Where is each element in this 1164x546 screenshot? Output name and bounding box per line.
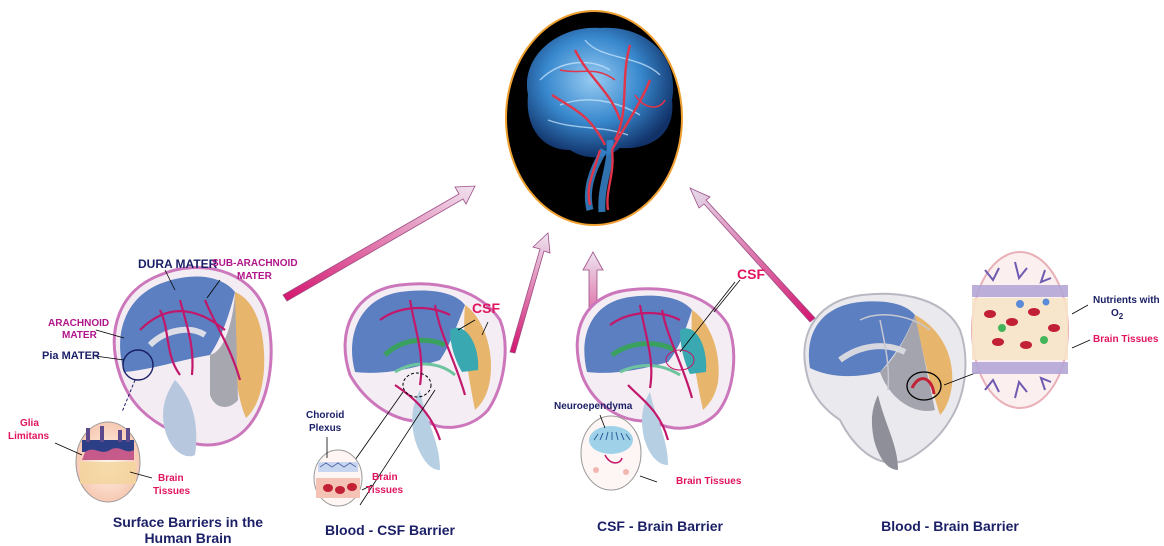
label-brain-tissues-2-line2: Tissues [366, 485, 403, 497]
label-brain-tissues-1-line1: Brain [158, 473, 184, 485]
surface-barriers-brain [55, 268, 271, 502]
label-o2-main: O [1111, 308, 1119, 319]
label-sub-arachnoid-line2: MATER [237, 271, 272, 283]
caption-csf-brain: CSF - Brain Barrier [580, 518, 740, 534]
label-choroid-line2: Plexus [309, 423, 341, 435]
label-o2-subscript: 2 [1119, 312, 1123, 321]
label-csf-1: CSF [472, 302, 500, 314]
blood-csf-brain [314, 284, 505, 506]
label-brain-tissues-3: Brain Tissues [676, 476, 741, 488]
label-arachnoid-line1: ARACHNOID [48, 318, 109, 330]
arrow-blood-csf-to-hero [510, 233, 550, 353]
label-choroid-line1: Choroid [306, 410, 344, 422]
caption-surface-line1: Surface Barriers in the [98, 514, 278, 530]
label-pia-mater: Pia MATER [42, 350, 100, 362]
arrow-surface-to-hero [283, 186, 475, 301]
label-glia-line1: Glia [20, 418, 39, 430]
csf-brain-brain [577, 280, 740, 490]
arrow-blood-brain-to-hero [690, 188, 815, 322]
label-brain-tissues-2-line1: Brain [372, 472, 398, 484]
blood-brain-brain [804, 252, 1090, 470]
label-o2: O2 [1111, 308, 1123, 323]
caption-surface-line2: Human Brain [98, 530, 278, 546]
label-brain-tissues-4: Brain Tissues [1093, 334, 1158, 346]
caption-blood-csf: Blood - CSF Barrier [310, 522, 470, 538]
caption-blood-brain: Blood - Brain Barrier [870, 518, 1030, 534]
label-nutrients: Nutrients with [1093, 295, 1160, 307]
hero-brain-image [506, 11, 682, 225]
label-dura-mater: DURA MATER [138, 258, 217, 270]
label-brain-tissues-1-line2: Tissues [153, 486, 190, 498]
label-glia-line2: Limitans [8, 431, 49, 443]
label-csf-2: CSF [737, 268, 765, 280]
label-arachnoid-line2: MATER [62, 330, 97, 342]
label-sub-arachnoid-line1: SUB-ARACHNOID [212, 258, 298, 270]
label-neuroependyma: Neuroependyma [554, 401, 632, 413]
